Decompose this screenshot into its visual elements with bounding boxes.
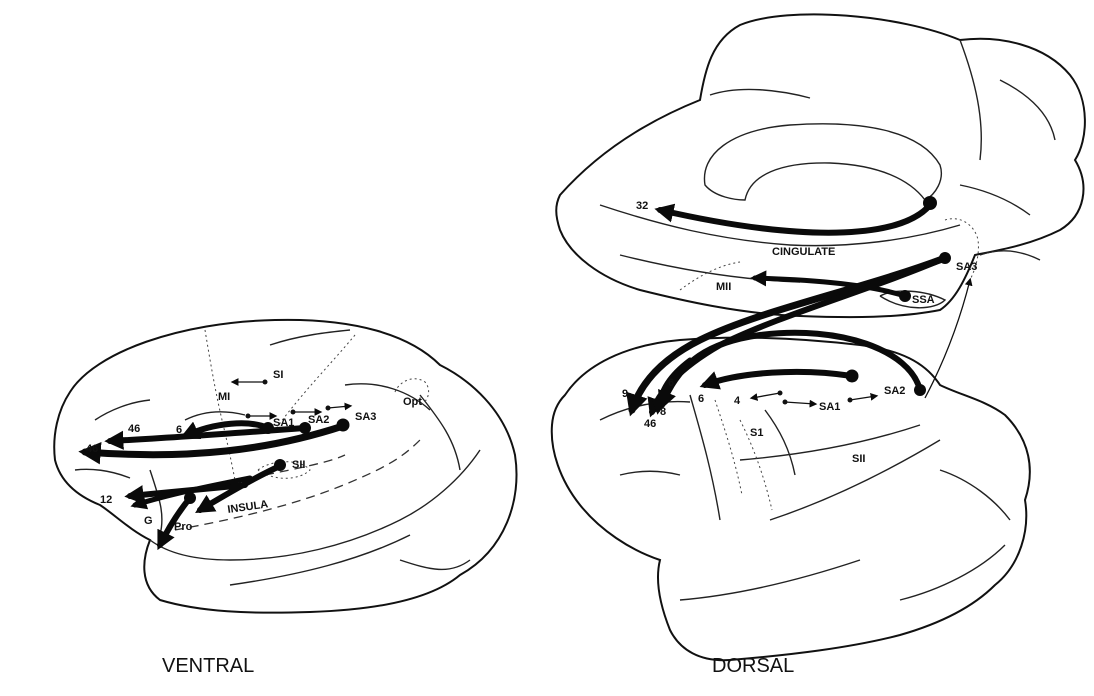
dorsal-medial-outline — [556, 14, 1085, 317]
dorsal-label-46: 46 — [644, 418, 656, 430]
dorsal-label-32: 32 — [636, 200, 648, 212]
ventral-label-opt: Opt — [403, 396, 422, 408]
ventral-label-6: 6 — [176, 424, 182, 436]
dorsal-label-sii: SII — [852, 453, 865, 465]
dorsal-label-6-upper: 6 — [668, 377, 674, 389]
dorsal-label-cingulate: CINGULATE — [772, 246, 835, 258]
ventral-label-pro: Pro — [174, 521, 193, 533]
ventral-label-sa1: SA1 — [273, 417, 294, 429]
dorsal-dot-sa3 — [939, 252, 951, 264]
dorsal-dot-sa2 — [846, 370, 859, 383]
ventral-small-dot — [326, 406, 331, 411]
dorsal-small-dot — [848, 398, 853, 403]
ventral-label-sa2: SA2 — [308, 414, 329, 426]
dorsal-dot-ssa — [899, 290, 911, 302]
ventral-small-dot — [246, 414, 251, 419]
ventral-label-46-bottom: 46 — [86, 443, 98, 455]
ventral-label-mi: MI — [218, 391, 230, 403]
ventral-small-dot — [291, 410, 296, 415]
dorsal-sulcus — [980, 251, 1040, 260]
dorsal-title: DORSAL — [712, 655, 794, 677]
ventral-dot-sii — [274, 459, 286, 471]
dorsal-label-9: 9 — [622, 388, 628, 400]
dorsal-small-dot — [783, 400, 788, 405]
ventral-dot-pro — [184, 492, 196, 504]
dorsal-panel: 32 CINGULATE SA3 MII SSA 9 6 6 8 46 4 SA… — [552, 14, 1085, 677]
dorsal-label-sa3: SA3 — [956, 261, 977, 273]
ventral-title: VENTRAL — [162, 655, 254, 677]
ventral-label-46-top: 46 — [128, 423, 140, 435]
ventral-label-g: G — [144, 515, 153, 527]
ventral-label-sii: SII — [292, 459, 305, 471]
dorsal-label-ssa: SSA — [912, 294, 935, 306]
dorsal-label-sa1: SA1 — [819, 401, 840, 413]
ventral-label-12: 12 — [100, 494, 112, 506]
ventral-panel: MI SI Opt 46 46 6 SA1 SA2 SA3 SII 12 INS… — [54, 320, 516, 677]
dorsal-dot-cingulate — [923, 196, 937, 210]
ventral-label-si: SI — [273, 369, 283, 381]
dorsal-label-sa2: SA2 — [884, 385, 905, 397]
dorsal-lateral-outline — [552, 338, 1030, 661]
ventral-dot-sa3 — [337, 419, 350, 432]
dorsal-label-8: 8 — [660, 406, 666, 418]
ventral-small-dot — [263, 380, 268, 385]
dorsal-label-mii: MII — [716, 281, 731, 293]
dorsal-label-6-lower: 6 — [698, 393, 704, 405]
dorsal-label-4: 4 — [734, 395, 741, 407]
dorsal-small-dot — [778, 391, 783, 396]
dorsal-dot-sa2b — [914, 384, 926, 396]
dorsal-label-s1: S1 — [750, 427, 763, 439]
ventral-label-sa3: SA3 — [355, 411, 376, 423]
